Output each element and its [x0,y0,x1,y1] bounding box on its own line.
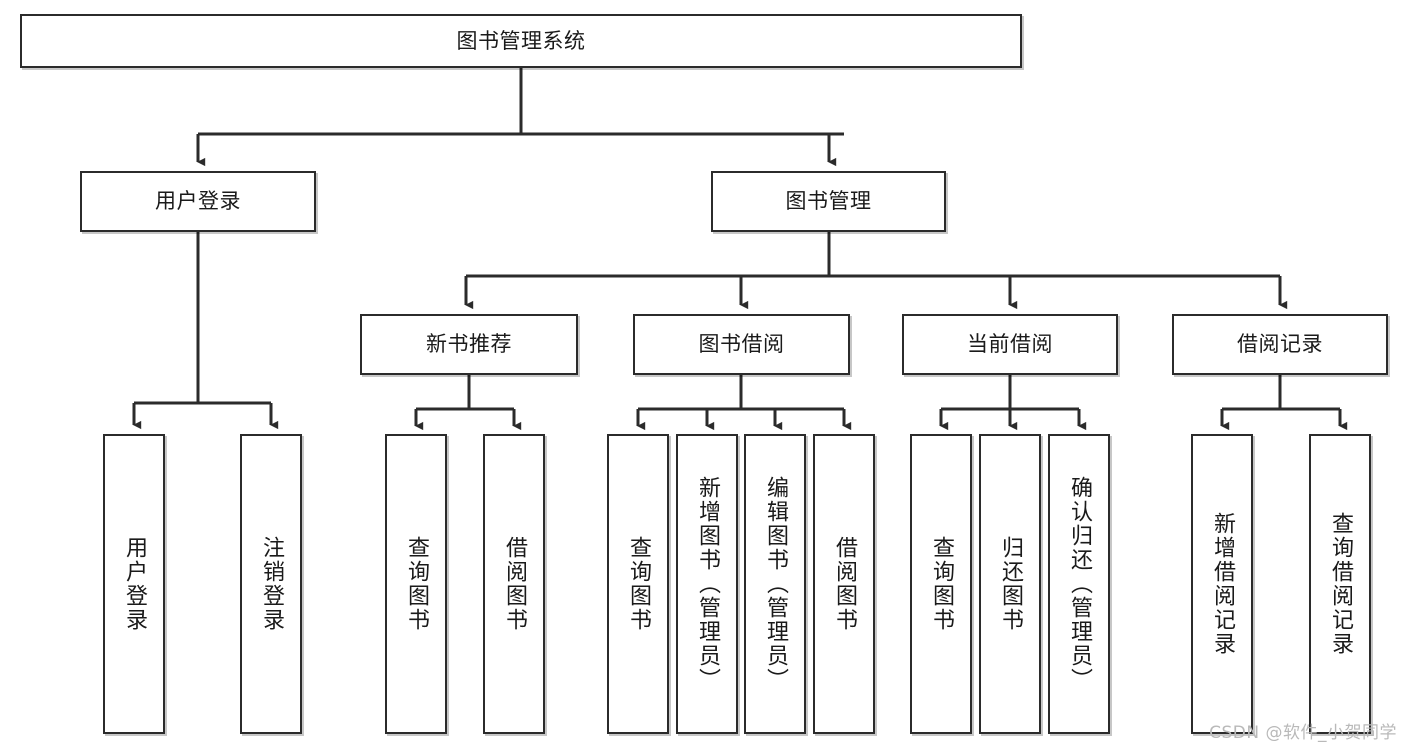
node-user-login[interactable]: 用户登录 [80,171,316,232]
node-leaf-query-book-1-label: 查询图书 [404,536,429,632]
node-leaf-query-book-2[interactable]: 查询图书 [607,434,669,734]
node-leaf-user-login-label: 用户登录 [122,536,147,632]
node-leaf-logout-label: 注销登录 [259,536,284,632]
node-leaf-logout[interactable]: 注销登录 [240,434,302,734]
node-user-login-label: 用户登录 [155,189,241,214]
node-leaf-borrow-book-1-label: 借阅图书 [502,536,527,632]
node-leaf-borrow-book-2-label: 借阅图书 [832,536,857,632]
node-leaf-query-book-2-label: 查询图书 [626,536,651,632]
node-root[interactable]: 图书管理系统 [20,14,1022,68]
node-borrow-record[interactable]: 借阅记录 [1172,314,1388,375]
node-book-manage[interactable]: 图书管理 [711,171,946,232]
node-leaf-add-borrow-record[interactable]: 新增借阅记录 [1191,434,1253,734]
node-root-label: 图书管理系统 [456,28,586,53]
node-leaf-borrow-book-1[interactable]: 借阅图书 [483,434,545,734]
node-new-book-rec-label: 新书推荐 [426,332,512,357]
node-leaf-confirm-return-admin-label: 确认归还（管理员） [1067,476,1092,692]
node-book-borrow-label: 图书借阅 [698,332,785,357]
node-leaf-add-borrow-record-label: 新增借阅记录 [1210,512,1235,656]
node-leaf-return-book-label: 归还图书 [998,536,1023,632]
node-book-manage-label: 图书管理 [785,189,872,214]
node-borrow-record-label: 借阅记录 [1237,332,1323,357]
node-current-borrow-label: 当前借阅 [967,332,1053,357]
node-leaf-query-book-3-label: 查询图书 [929,536,954,632]
node-leaf-borrow-book-2[interactable]: 借阅图书 [813,434,875,734]
node-leaf-query-book-3[interactable]: 查询图书 [910,434,972,734]
node-book-borrow[interactable]: 图书借阅 [633,314,850,375]
node-leaf-user-login[interactable]: 用户登录 [103,434,165,734]
node-leaf-add-book-admin-label: 新增图书（管理员） [695,476,720,692]
node-leaf-add-book-admin[interactable]: 新增图书（管理员） [676,434,738,734]
node-leaf-confirm-return-admin[interactable]: 确认归还（管理员） [1048,434,1110,734]
node-leaf-return-book[interactable]: 归还图书 [979,434,1041,734]
node-leaf-query-book-1[interactable]: 查询图书 [385,434,447,734]
node-new-book-rec[interactable]: 新书推荐 [360,314,578,375]
watermark-text: CSDN @软件_小贺同学 [1209,723,1397,743]
node-current-borrow[interactable]: 当前借阅 [902,314,1118,375]
node-leaf-edit-book-admin-label: 编辑图书（管理员） [763,476,788,692]
node-leaf-query-borrow-record[interactable]: 查询借阅记录 [1309,434,1371,734]
node-leaf-query-borrow-record-label: 查询借阅记录 [1328,512,1353,656]
node-leaf-edit-book-admin[interactable]: 编辑图书（管理员） [744,434,806,734]
